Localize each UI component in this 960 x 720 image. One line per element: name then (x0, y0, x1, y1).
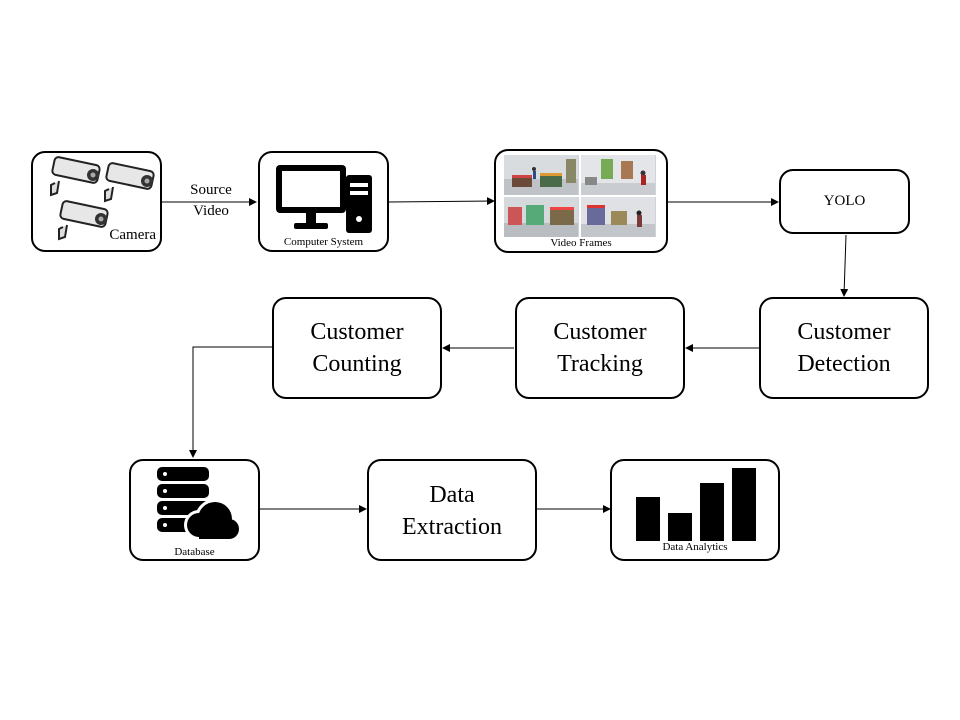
security-camera-icon (50, 156, 155, 241)
customer-detection-node[interactable]: Customer Detection (759, 297, 929, 399)
edge-computer-to-frames (388, 197, 495, 206)
data-analytics-label: Data Analytics (662, 541, 728, 553)
customer-counting-node[interactable]: Customer Counting (272, 297, 442, 399)
edge-yolo-to-detection (840, 234, 849, 297)
yolo-node[interactable]: YOLO (779, 169, 910, 234)
data-extraction-label: Data Extraction (402, 482, 502, 540)
database-node[interactable]: Database (129, 459, 260, 561)
database-cloud-icon (157, 467, 242, 542)
customer-tracking-node[interactable]: Customer Tracking (515, 297, 685, 399)
desktop-computer-icon (276, 165, 372, 233)
database-label: Database (174, 546, 215, 558)
video-frames-node[interactable]: Video Frames (494, 149, 668, 253)
computer-system-node[interactable]: Computer System (258, 151, 389, 252)
data-extraction-node[interactable]: Data Extraction (367, 459, 537, 561)
camera-node[interactable]: Camera (31, 151, 162, 252)
edge-label-source-video: Source Video (190, 182, 232, 219)
customer-counting-label: Customer Counting (310, 319, 404, 377)
computer-system-label: Computer System (283, 236, 364, 248)
bar-chart-icon (636, 468, 756, 541)
video-frames-label: Video Frames (550, 237, 612, 249)
edge-counting-to-database (189, 346, 272, 458)
customer-tracking-label: Customer Tracking (553, 319, 647, 377)
customer-detection-label: Customer Detection (797, 319, 891, 377)
surveillance-frames-image (504, 155, 656, 237)
yolo-label: YOLO (823, 193, 866, 209)
data-analytics-node[interactable]: Data Analytics (610, 459, 780, 561)
camera-label: Camera (109, 227, 156, 243)
